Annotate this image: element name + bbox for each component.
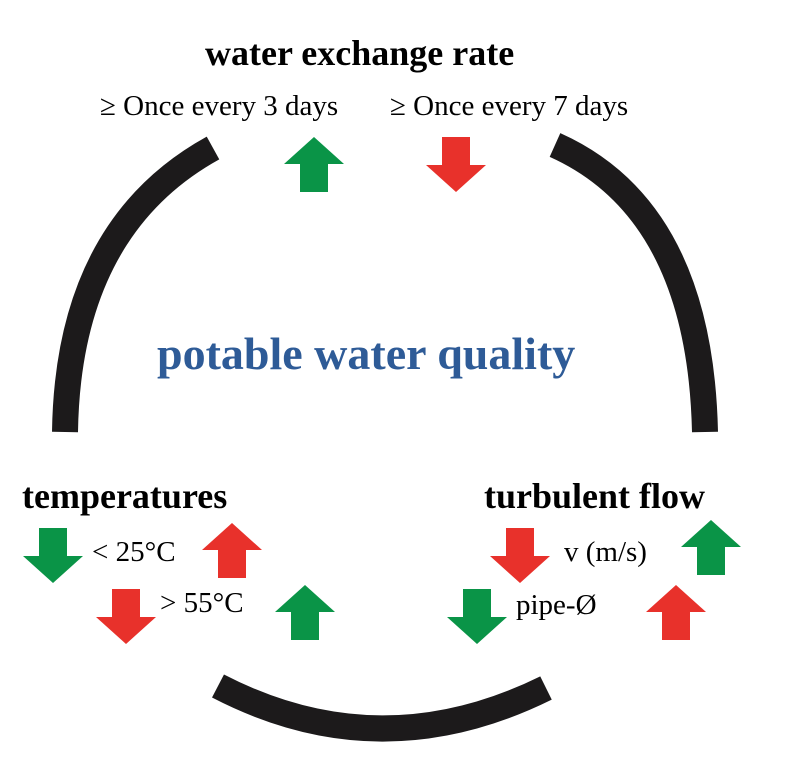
temp-above-55-label: > 55°C [160, 587, 244, 619]
arc-top-right [549, 133, 718, 433]
water-exchange-down-arrow-icon [426, 137, 486, 192]
arc-bottom [212, 674, 552, 742]
flow-pipe-diameter-label: pipe-Ø [516, 589, 597, 621]
temp-below25-down-arrow-icon [23, 528, 83, 583]
water-exchange-option-3-days: ≥ Once every 3 days [100, 90, 339, 122]
flow-velocity-down-arrow-icon [490, 528, 550, 583]
flow-pipe-up-arrow-icon [646, 585, 706, 640]
temp-below-25-label: < 25°C [92, 536, 176, 568]
temperatures-title: temperatures [22, 476, 228, 516]
temp-above55-up-arrow-icon [275, 585, 335, 640]
flow-velocity-up-arrow-icon [681, 520, 741, 575]
water-exchange-option-7-days: ≥ Once every 7 days [390, 90, 629, 122]
water-exchange-title: water exchange rate [205, 33, 515, 73]
temp-below25-up-arrow-icon [202, 523, 262, 578]
arc-top-left [52, 136, 220, 433]
center-title: potable water quality [157, 328, 576, 379]
turbulent-flow-title: turbulent flow [484, 476, 706, 516]
temp-above55-down-arrow-icon [96, 589, 156, 644]
flow-pipe-down-arrow-icon [447, 589, 507, 644]
flow-velocity-label: v (m/s) [564, 536, 647, 568]
water-exchange-up-arrow-icon [284, 137, 344, 192]
